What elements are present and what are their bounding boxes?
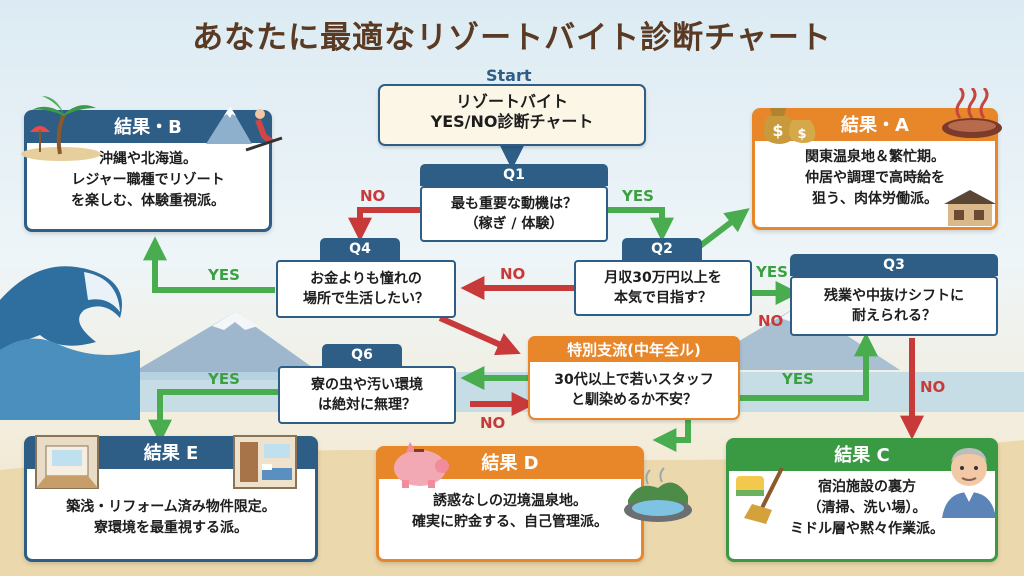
room-icon (35, 435, 99, 489)
q4-node: お金よりも憧れの 場所で生活したい？ (276, 260, 456, 318)
q3-header: Q3 (790, 254, 998, 276)
result-c-line1: 宿泊施設の裏方 (818, 479, 916, 495)
result-e-line1: 築浅・リフォーム済み物件限定。 (66, 499, 276, 515)
q1-header: Q1 (420, 164, 608, 186)
wave-icon (0, 266, 140, 420)
result-a-line3: 狙う、肉体労働派。 (812, 191, 938, 207)
q3-line1: 残業や中抜けシフトに (824, 288, 964, 304)
special-header: 特別支流(中年全ル) (530, 338, 738, 362)
elderly-man-icon (942, 448, 996, 518)
start-line2: YES/NO診断チャート (430, 112, 594, 131)
special-line1: 30代以上で若いスタッフ (554, 372, 714, 388)
label-q6-no: NO (480, 414, 506, 432)
label-q1-yes: YES (622, 187, 654, 205)
q6-line1: 寮の虫や汚い環境 (311, 377, 423, 393)
result-d-line1: 誘惑なしの辺境温泉地。 (433, 493, 587, 509)
special-line2: と馴染めるか不安？ (571, 392, 697, 408)
label-q6-yes: YES (208, 370, 240, 388)
q2-line2: 本気で目指す？ (614, 290, 712, 306)
label-q3-side-no: NO (758, 312, 784, 330)
q6-node: 寮の虫や汚い環境 は絶対に無理？ (278, 366, 456, 424)
ryokan-icon (944, 190, 996, 226)
palm-tree-icon (21, 96, 101, 161)
svg-text:$: $ (772, 121, 783, 140)
piggy-bank-icon (394, 442, 449, 488)
special-node: 特別支流(中年全ル) 30代以上で若いスタッフ と馴染めるか不安？ (528, 336, 740, 420)
q6-header: Q6 (322, 344, 402, 366)
label-q3-no: NO (920, 378, 946, 396)
mountain-left-shape (120, 312, 330, 380)
broom-icon (744, 467, 784, 524)
result-b-line3: を楽しむ、体験重視派。 (71, 193, 225, 209)
q1-node: 最も重要な動機は？ （稼ぎ / 体験） (420, 186, 608, 242)
result-b-line2: レジャー職種でリゾート (71, 172, 225, 188)
result-a-line2: 仲居や調理で高時給を (805, 170, 945, 186)
svg-text:$: $ (797, 127, 806, 142)
dorm-room-icon (233, 435, 297, 489)
q1-line1: 最も重要な動機は？ (451, 196, 577, 212)
result-c-line2: （清掃、洗い場）。 (807, 500, 927, 516)
q3-line2: 耐えられる？ (852, 308, 936, 324)
start-label: Start (486, 66, 532, 85)
q4-line2: 場所で生活したい？ (303, 291, 429, 307)
result-b-line1: 沖縄や北海道。 (99, 151, 197, 167)
q2-node: 月収30万円以上を 本気で目指す？ (574, 260, 752, 316)
sponge-icon (736, 467, 784, 524)
label-q2-no: NO (500, 265, 526, 283)
label-special-yes: YES (782, 370, 814, 388)
hot-spring-pool-icon (624, 467, 692, 522)
onsen-icon (942, 88, 1002, 138)
start-line1: リゾートバイト (455, 92, 568, 111)
page-title: あなたに最適なリゾートバイト診断チャート (192, 20, 832, 56)
q2-header: Q2 (622, 238, 702, 260)
result-a-line1: 関東温泉地＆繁忙期。 (805, 149, 945, 165)
money-bag-icon: $ $ (763, 108, 816, 144)
q6-line2: は絶対に無理？ (318, 397, 416, 413)
q3-node: 残業や中抜けシフトに 耐えられる？ (790, 276, 998, 336)
label-q1-no: NO (360, 187, 386, 205)
label-q4-yes: YES (208, 266, 240, 284)
result-c-header: 結果 C (729, 441, 995, 471)
q2-line1: 月収30万円以上を (604, 270, 722, 286)
q4-line1: お金よりも憧れの (310, 271, 422, 287)
q1-line2: （稼ぎ / 体験） (464, 216, 564, 232)
result-c-line3: ミドル層や黙々作業派。 (790, 521, 944, 537)
start-node: リゾートバイト YES/NO診断チャート (378, 84, 646, 146)
result-e-line2: 寮環境を最重視する派。 (94, 520, 248, 536)
skier-icon (206, 106, 283, 152)
q4-header: Q4 (320, 238, 400, 260)
label-q2-yes: YES (756, 263, 788, 281)
result-d-line2: 確実に貯金する、自己管理派。 (412, 514, 608, 530)
